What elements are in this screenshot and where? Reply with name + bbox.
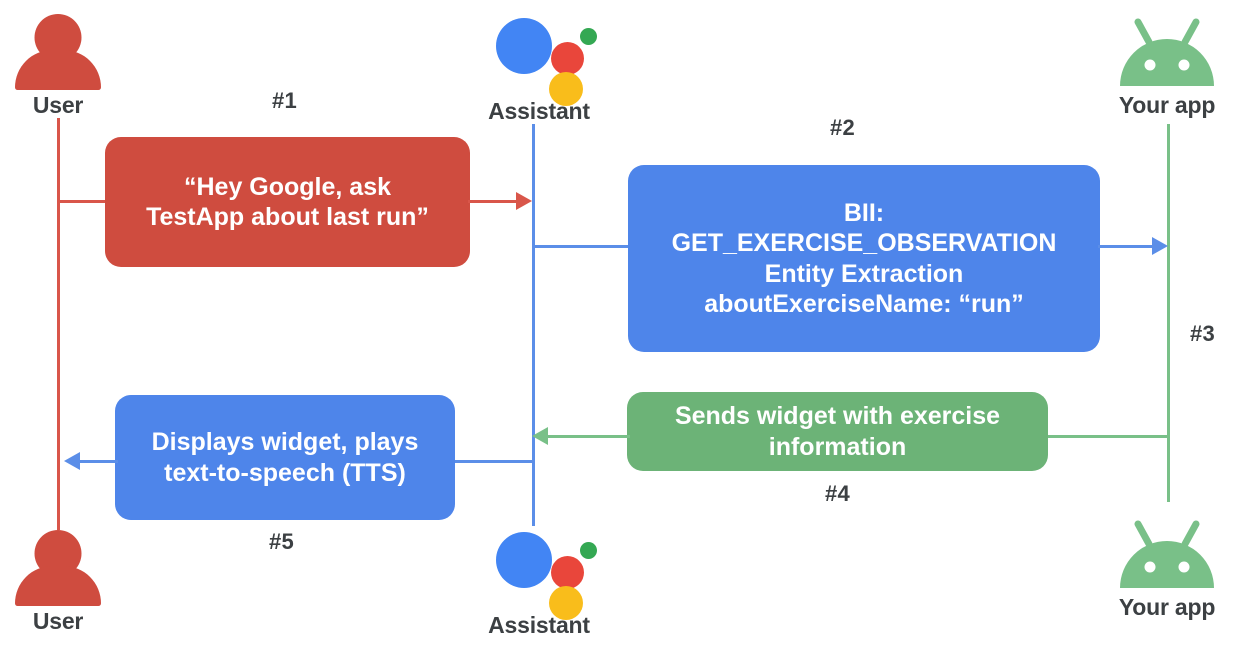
step-label-5: #5	[269, 529, 295, 554]
assistant-red-dot	[551, 556, 584, 589]
user-icon	[15, 530, 101, 606]
actor-your-app-bottom: Your app	[1114, 516, 1220, 619]
message-box-2: BII: GET_EXERCISE_OBSERVATION Entity Ext…	[628, 165, 1100, 352]
android-robot-icon	[1114, 14, 1220, 90]
connector-assistant-to-box5	[455, 460, 534, 463]
message-box-1: “Hey Google, ask TestApp about last run”	[105, 137, 470, 267]
step-label-2: #2	[830, 115, 856, 140]
android-robot-icon	[1114, 516, 1220, 592]
actor-assistant-top: Assistant	[487, 10, 597, 123]
actor-user-bottom: User	[15, 530, 101, 633]
arrow-line-2	[1098, 245, 1154, 248]
actor-your-app-top: Your app	[1114, 14, 1220, 117]
user-body-shape	[15, 566, 101, 606]
arrow-line-5	[80, 460, 118, 463]
message-box-5-text: Displays widget, plays text-to-speech (T…	[151, 428, 419, 487]
assistant-green-dot	[580, 28, 597, 45]
connector-user-to-box1	[57, 200, 112, 203]
arrow-head-2	[1152, 237, 1168, 255]
actor-assistant-bottom: Assistant	[487, 524, 597, 637]
arrow-head-4	[532, 427, 548, 445]
step-label-3: #3	[1190, 321, 1216, 346]
assistant-yellow-dot	[549, 586, 583, 620]
connector-app-to-box4	[1046, 435, 1170, 438]
arrow-line-4	[548, 435, 630, 438]
message-box-4: Sends widget with exercise information	[627, 392, 1048, 471]
message-box-2-text: BII: GET_EXERCISE_OBSERVATION Entity Ext…	[671, 198, 1057, 319]
actor-label-user-top: User	[32, 92, 84, 118]
actor-label-user-bottom: User	[32, 608, 84, 634]
actor-label-your-app-bottom: Your app	[1118, 594, 1216, 620]
arrow-head-5	[64, 452, 80, 470]
assistant-green-dot	[580, 542, 597, 559]
message-box-1-text: “Hey Google, ask TestApp about last run”	[146, 172, 429, 232]
message-box-5: Displays widget, plays text-to-speech (T…	[115, 395, 455, 520]
step-label-1: #1	[272, 88, 298, 113]
message-box-4-text: Sends widget with exercise information	[674, 402, 1001, 461]
user-icon	[15, 14, 101, 90]
actor-label-your-app-top: Your app	[1118, 92, 1216, 118]
arrow-head-1	[516, 192, 532, 210]
assistant-yellow-dot	[549, 72, 583, 106]
user-body-shape	[15, 50, 101, 90]
assistant-blue-dot	[496, 18, 552, 74]
actor-user-top: User	[15, 14, 101, 117]
assistant-red-dot	[551, 42, 584, 75]
lifeline-your-app	[1167, 124, 1170, 502]
assistant-blue-dot	[496, 532, 552, 588]
step-label-4: #4	[825, 481, 851, 506]
arrow-line-1	[468, 200, 520, 203]
lifeline-user	[57, 118, 60, 530]
connector-assistant-to-box2	[532, 245, 632, 248]
google-assistant-icon	[494, 524, 597, 620]
lifeline-assistant	[532, 124, 535, 526]
google-assistant-icon	[494, 10, 597, 106]
